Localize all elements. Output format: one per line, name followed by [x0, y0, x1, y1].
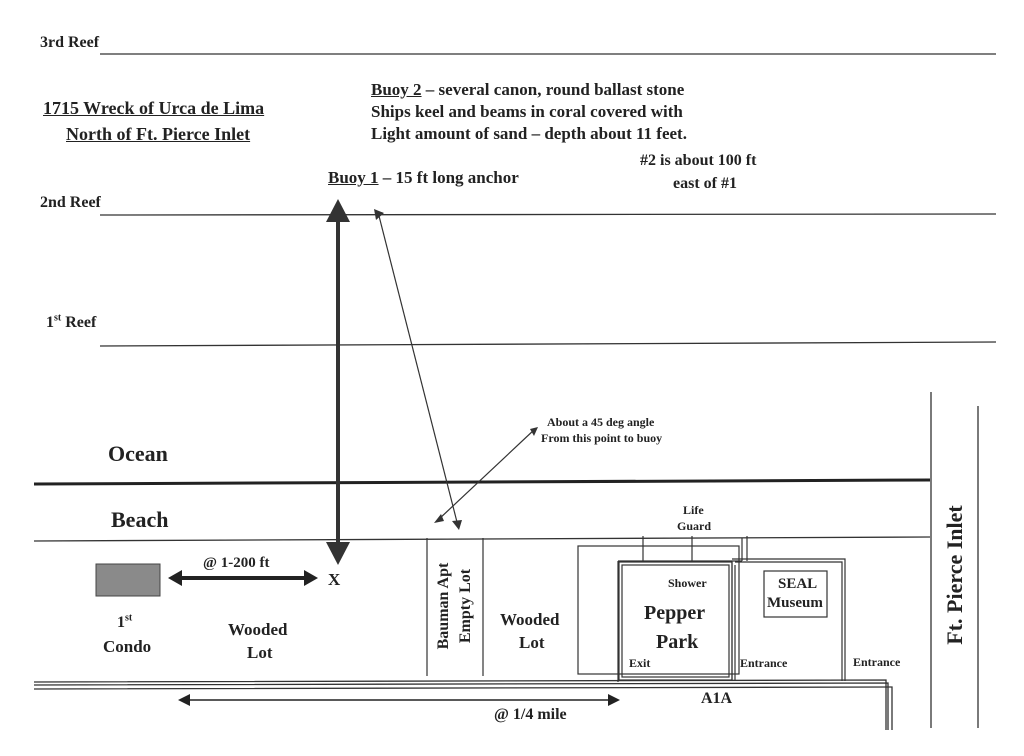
- wooded-lot-right-line2: Lot: [519, 633, 545, 652]
- third-reef-label: 3rd Reef: [40, 34, 100, 51]
- title-line1: 1715 Wreck of Urca de Lima: [43, 98, 265, 118]
- x-mark: X: [328, 570, 341, 589]
- distance-note-line1: #2 is about 100 ft: [640, 152, 757, 169]
- condo-arrow-head-right: [304, 570, 318, 586]
- pepper-park-outline: [577, 545, 740, 675]
- shoreline: [33, 478, 931, 486]
- first-reef-rest: Reef: [61, 314, 97, 331]
- ocean-label: Ocean: [108, 441, 168, 466]
- lifeguard-line2: Guard: [677, 519, 712, 533]
- seal-museum-line2: Museum: [767, 595, 823, 611]
- title-line2: North of Ft. Pierce Inlet: [66, 124, 251, 144]
- road-a1a-mid: [33, 682, 889, 730]
- lifeguard-stand: [617, 536, 743, 682]
- angle-note-line1: About a 45 deg angle: [547, 415, 655, 429]
- beach-label: Beach: [111, 507, 169, 532]
- quarter-mile-label: @ 1/4 mile: [494, 706, 567, 723]
- quarter-arrow-head-left: [178, 694, 190, 706]
- angle-note-line2: From this point to buoy: [541, 431, 663, 445]
- first-reef-num: 1: [46, 314, 54, 331]
- wooded-lot-right-line1: Wooded: [500, 610, 560, 629]
- first-reef-sup: st: [54, 312, 62, 324]
- first-reef-label: 1st Reef: [46, 312, 97, 332]
- beach-edge-line: [33, 536, 931, 542]
- condo-name: Condo: [103, 637, 152, 656]
- bearing-head-top: [374, 209, 384, 220]
- condo-arrow-head-left: [168, 570, 182, 586]
- seal-museum-line1: SEAL: [778, 576, 818, 592]
- shower-label: Shower: [668, 576, 707, 590]
- wooded-lot-left-line1: Wooded: [228, 620, 288, 639]
- condo-num: 1st: [117, 612, 133, 632]
- buoy2-label: Buoy 2: [371, 80, 422, 99]
- buoy2-line3: Light amount of sand – depth about 11 fe…: [371, 124, 687, 143]
- lifeguard-line1: Life: [683, 503, 704, 517]
- pepper-park-building-inner: [621, 564, 730, 678]
- angle-pointer-head-bottom: [434, 514, 444, 523]
- distance-note-line2: east of #1: [673, 175, 737, 192]
- bauman-line1: Bauman Apt: [435, 562, 452, 650]
- seal-museum-box: [763, 570, 828, 618]
- condo-num-value: 1: [117, 614, 125, 631]
- buoy-bearing-line: [377, 211, 459, 527]
- entrance-label-1: Entrance: [740, 656, 788, 670]
- bearing-head-bottom: [452, 520, 462, 530]
- wooded-lot-left-line2: Lot: [247, 643, 273, 662]
- buoy2-line2: Ships keel and beams in coral covered wi…: [371, 102, 683, 121]
- buoy2-rest: – several canon, round ballast stone: [421, 80, 685, 99]
- pepper-park-line2: Park: [656, 631, 699, 653]
- pepper-park-line1: Pepper: [644, 602, 706, 624]
- road-label: A1A: [701, 690, 733, 707]
- inlet-label: Ft. Pierce Inlet: [942, 505, 967, 645]
- angle-pointer-head-top: [530, 427, 538, 436]
- bauman-line2: Empty Lot: [457, 568, 474, 644]
- first-reef-line: [99, 341, 997, 347]
- buoy1-note: Buoy 1 – 15 ft long anchor: [328, 168, 519, 188]
- second-reef-label: 2nd Reef: [40, 194, 101, 211]
- arrow-head-down: [326, 542, 350, 565]
- seal-compound: [731, 558, 846, 681]
- condo-distance-label: @ 1-200 ft: [203, 555, 270, 571]
- exit-label: Exit: [629, 656, 651, 670]
- quarter-arrow-head-right: [608, 694, 620, 706]
- buoy2-line1: Buoy 2 – several canon, round ballast st…: [371, 80, 684, 100]
- condo-sup: st: [125, 612, 133, 624]
- buoy1-rest: – 15 ft long anchor: [378, 168, 519, 187]
- arrow-head-up: [326, 199, 350, 222]
- condo-building: [95, 563, 161, 597]
- angle-pointer-line: [437, 428, 536, 521]
- second-reef-line: [99, 213, 997, 216]
- entrance-label-2: Entrance: [853, 655, 901, 669]
- buoy1-label: Buoy 1: [328, 168, 379, 187]
- road-a1a-top: [33, 679, 887, 730]
- road-a1a-bottom: [33, 686, 893, 730]
